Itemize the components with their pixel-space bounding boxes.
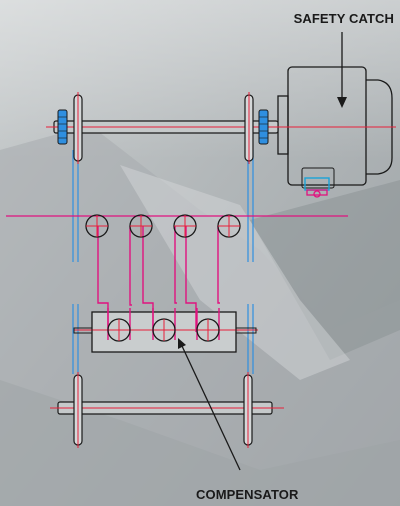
top-bar-right	[244, 92, 254, 164]
compensator-body	[73, 311, 258, 353]
lower-sheave-1	[107, 318, 131, 342]
compensating-ropes	[97, 226, 220, 340]
upper-sheave-3	[173, 214, 197, 238]
guide-rail-left	[72, 150, 79, 374]
top-shaft-nut-right	[258, 109, 269, 145]
upper-sheave-4	[217, 214, 241, 238]
bottom-bar-right	[243, 372, 253, 448]
top-bar-left	[73, 92, 83, 164]
safety-catch-label: SAFETY CATCH	[293, 11, 394, 26]
bottom-bar-left	[73, 372, 83, 448]
top-shaft-nut-left	[57, 109, 68, 145]
upper-sheave-2	[129, 214, 153, 238]
upper-sheave-1	[85, 214, 109, 238]
top-shaft	[46, 120, 396, 134]
compensator-label: COMPENSATOR	[196, 487, 299, 502]
compensator-pointer	[178, 338, 241, 471]
lower-sheave-3	[196, 318, 220, 342]
lower-sheave-2	[152, 318, 176, 342]
safety-catch-pointer	[337, 32, 347, 108]
guide-rail-right	[247, 150, 254, 374]
